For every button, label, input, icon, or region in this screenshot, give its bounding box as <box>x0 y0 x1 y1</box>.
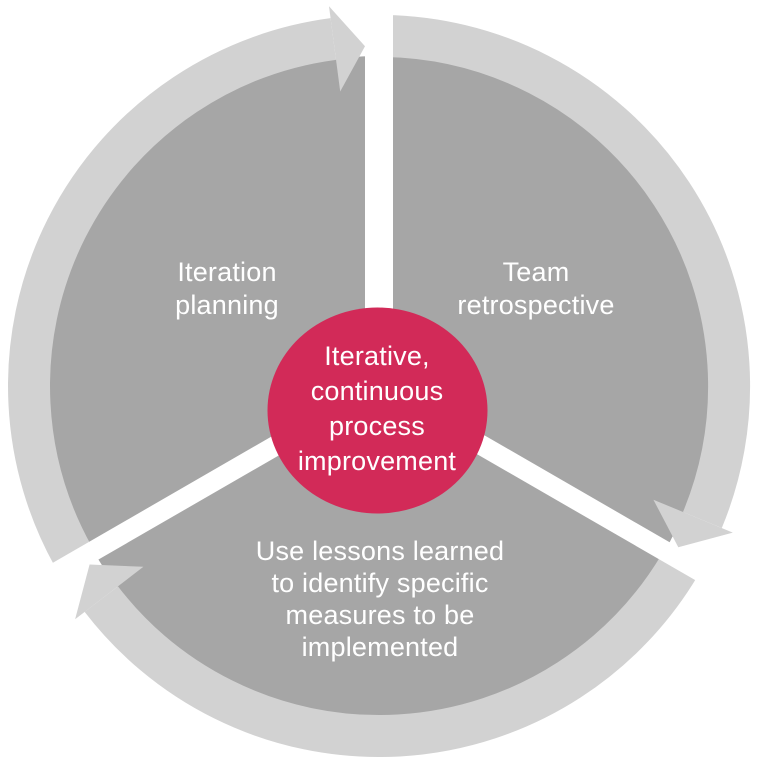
arrow-arc-top-right <box>384 15 751 529</box>
segment-label-lessons-learned: Use lessons learned to identify specific… <box>255 536 505 662</box>
center-circle <box>267 307 488 514</box>
segment-label-iteration-planning: Iteration planning <box>175 257 279 320</box>
arrow-arc-top-left <box>8 18 337 566</box>
segment-label-team-retrospective: Team retrospective <box>457 257 615 320</box>
arrow-arc-bottom <box>84 555 697 758</box>
center-circle-label: Iterative, continuous process improvemen… <box>297 341 457 476</box>
arrowhead-top-icon <box>329 6 365 92</box>
arrowhead-lower-left-icon <box>75 564 144 620</box>
arrowhead-lower-right-icon <box>653 499 733 548</box>
